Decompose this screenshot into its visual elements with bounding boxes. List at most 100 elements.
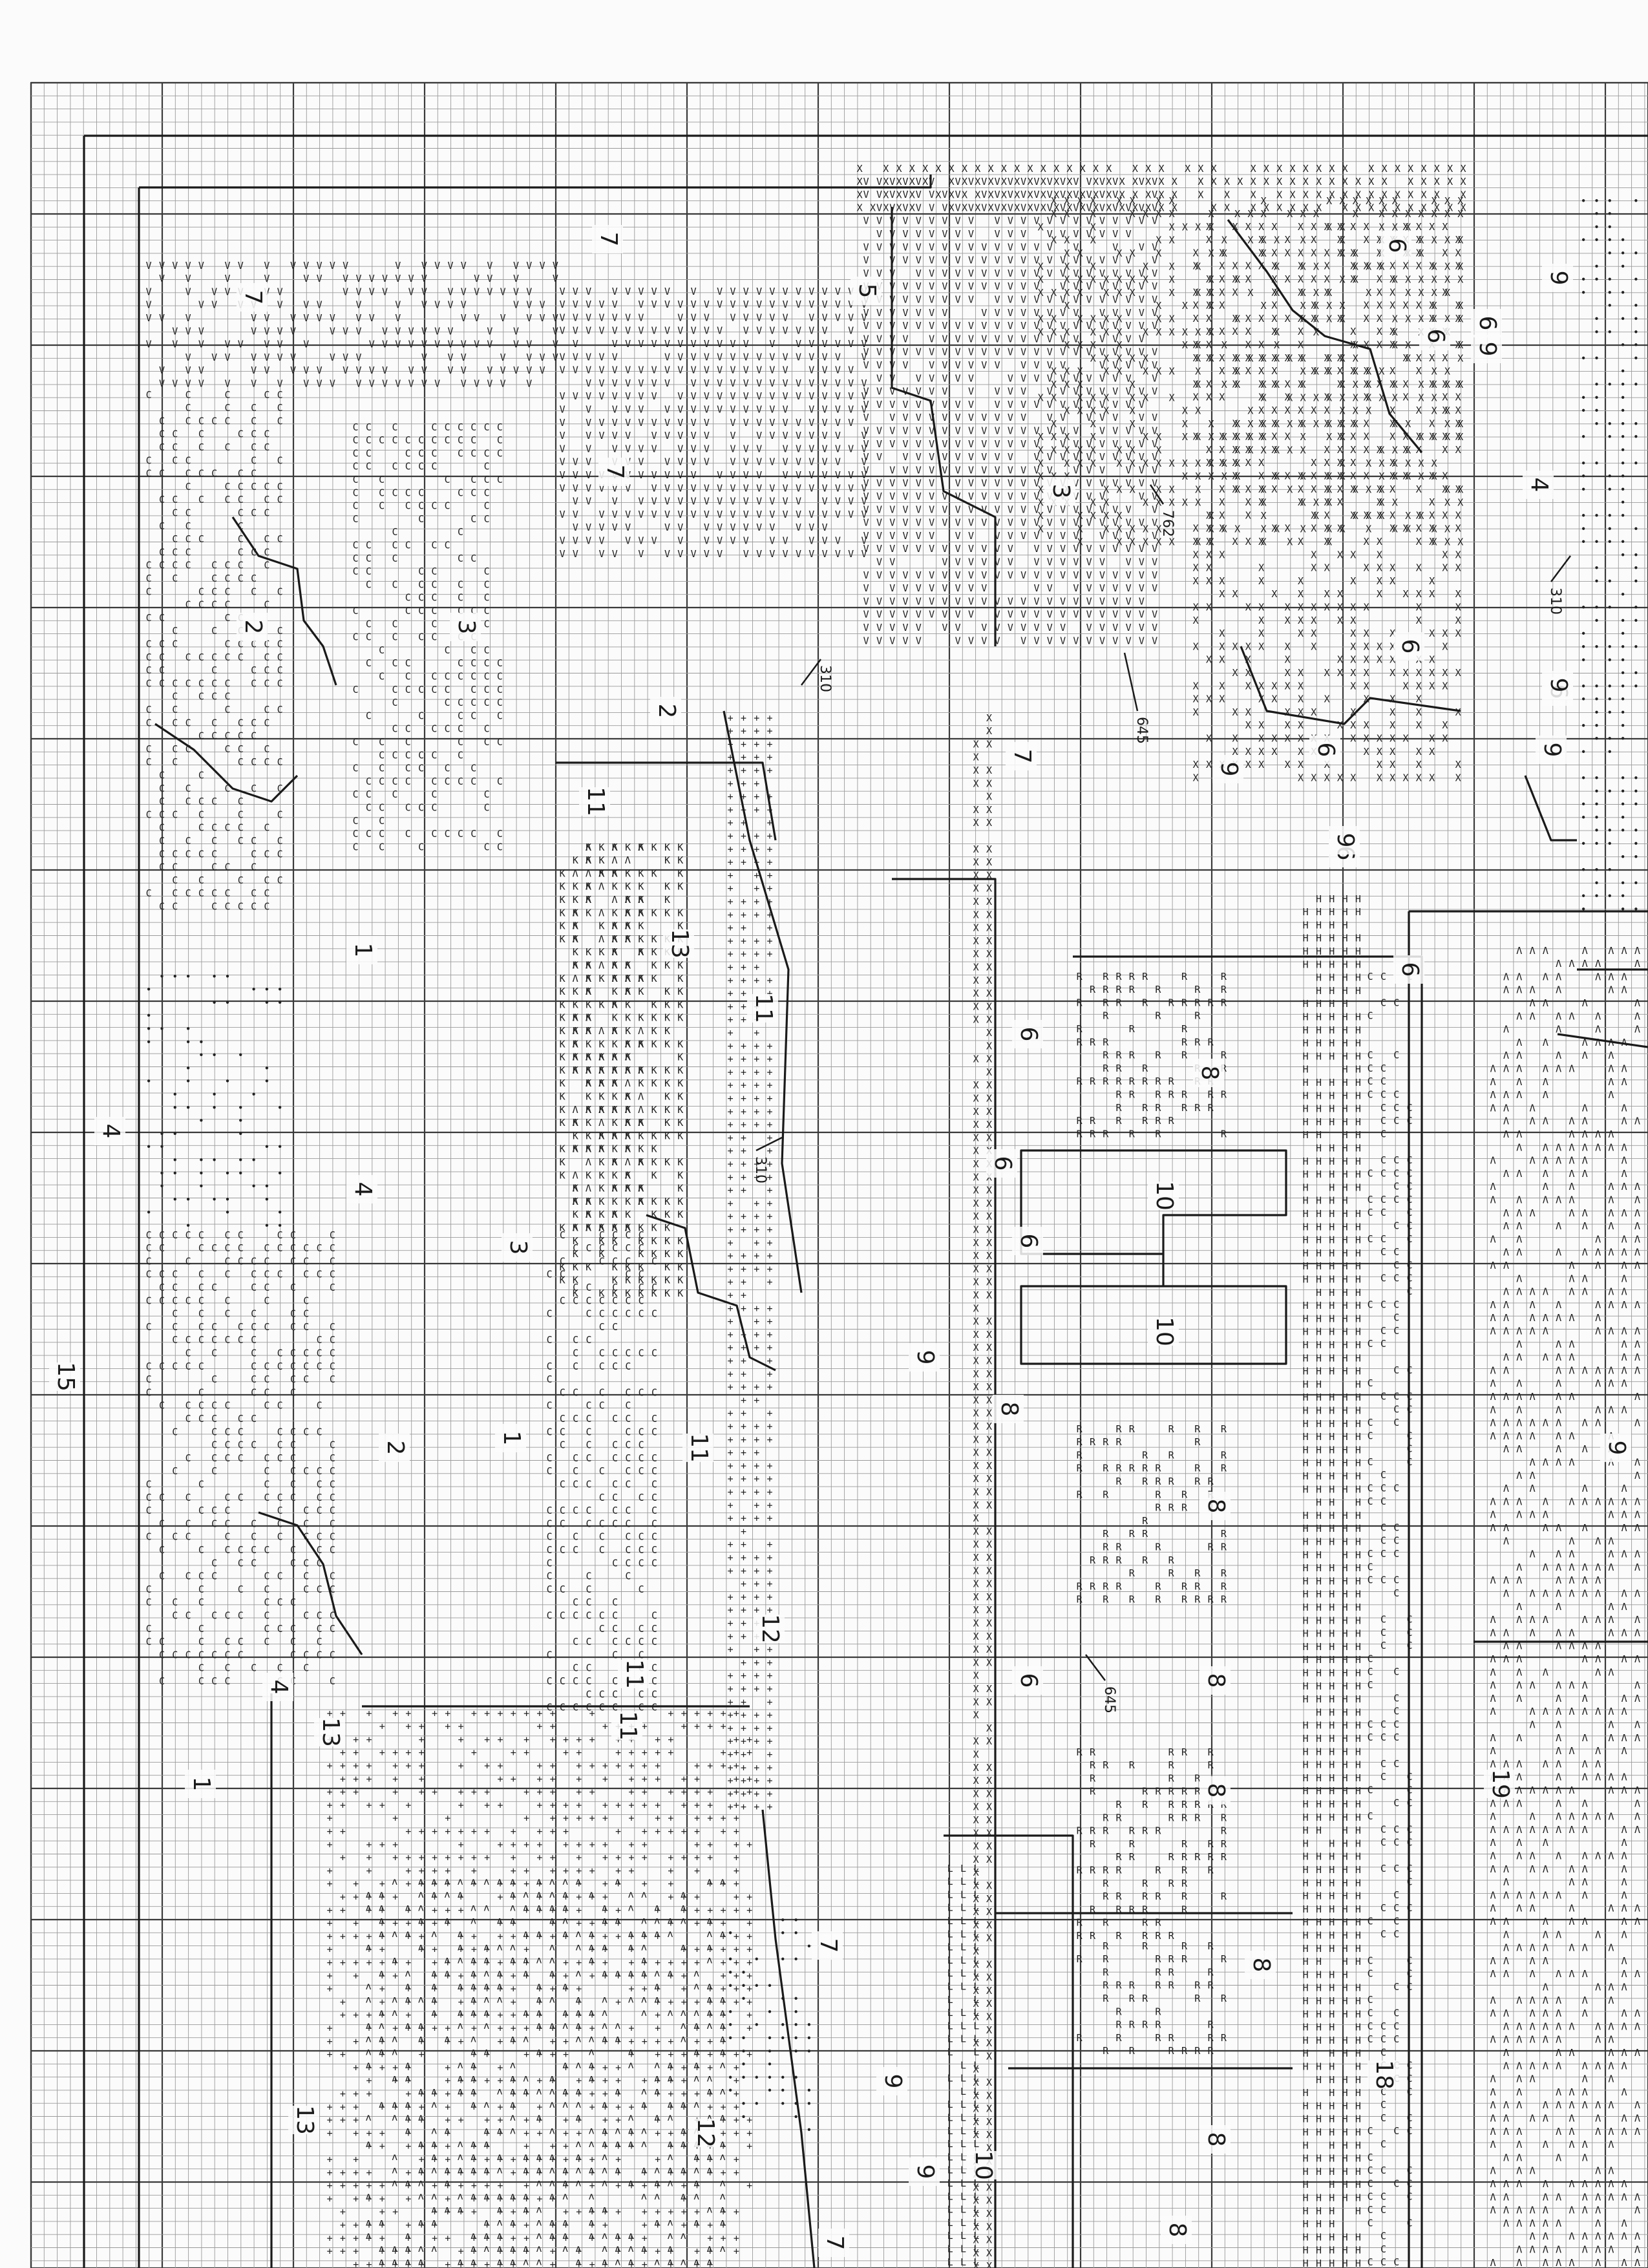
stitch-symbol: V xyxy=(929,609,935,620)
stitch-symbol: V xyxy=(1086,189,1092,200)
stitch-symbol: + xyxy=(497,1708,503,1719)
stitch-symbol: + xyxy=(721,1721,726,1732)
stitch-symbol: X xyxy=(1169,366,1175,377)
stitch-symbol: V xyxy=(968,595,974,607)
stitch-symbol: + xyxy=(734,1773,739,1785)
stitch-symbol: X xyxy=(1392,418,1398,430)
stitch-symbol: X xyxy=(1389,654,1395,666)
stitch-symbol: K xyxy=(586,894,591,906)
stitch-symbol: X xyxy=(1418,458,1424,469)
stitch-symbol: V xyxy=(968,372,974,384)
stitch-symbol: C xyxy=(224,704,230,715)
stitch-symbol: X xyxy=(1287,208,1293,220)
stitch-symbol: + xyxy=(655,1747,660,1759)
stitch-symbol: K xyxy=(612,1196,618,1207)
stitch-symbol: X xyxy=(1389,746,1395,758)
stitch-symbol: ʌ xyxy=(523,1902,529,1913)
stitch-symbol: K xyxy=(638,1077,644,1089)
stitch-symbol: X xyxy=(1457,235,1463,246)
stitch-symbol: Λ xyxy=(611,960,617,971)
stitch-symbol: C xyxy=(470,710,476,721)
stitch-symbol: X xyxy=(1350,602,1356,613)
stitch-symbol: K xyxy=(625,986,631,997)
stitch-symbol: + xyxy=(754,962,759,973)
stitch-symbol: X xyxy=(1169,274,1175,286)
stitch-symbol: V xyxy=(1047,320,1053,332)
stitch-symbol: + xyxy=(445,2062,450,2073)
stitch-symbol: C xyxy=(625,1544,631,1556)
stitch-symbol: ʌ xyxy=(470,2072,476,2084)
stitch-symbol: X xyxy=(1418,287,1424,299)
stitch-symbol: + xyxy=(379,2101,385,2113)
stitch-symbol: K xyxy=(625,1065,631,1076)
stitch-symbol: + xyxy=(511,2101,516,2113)
stitch-symbol: K xyxy=(560,1077,565,1089)
stitch-symbol: V xyxy=(421,260,427,271)
stitch-symbol: C xyxy=(639,1557,644,1569)
stitch-symbol: X xyxy=(1416,706,1422,718)
stitch-symbol: V xyxy=(573,482,578,494)
stitch-symbol: + xyxy=(734,2167,739,2178)
stitch-symbol: V xyxy=(598,417,604,429)
stitch-symbol: X xyxy=(1300,260,1306,272)
stitch-symbol: K xyxy=(573,1261,578,1273)
stitch-symbol: X xyxy=(1145,189,1151,200)
stitch-symbol: V xyxy=(1033,333,1039,344)
stitch-symbol: X xyxy=(1064,431,1070,443)
stitch-symbol: C xyxy=(639,1623,644,1635)
stitch-symbol: + xyxy=(523,1812,529,1824)
stitch-symbol: V xyxy=(1020,412,1026,423)
stitch-symbol: K xyxy=(598,1183,604,1194)
stitch-symbol: + xyxy=(734,2075,739,2086)
stitch-symbol: V xyxy=(474,286,480,297)
stitch-symbol: ʌ xyxy=(431,2125,437,2137)
stitch-symbol: X xyxy=(1274,326,1280,338)
stitch-symbol: V xyxy=(526,365,532,376)
stitch-symbol: C xyxy=(238,756,244,768)
stitch-symbol: + xyxy=(484,1852,490,1863)
stitch-symbol: C xyxy=(185,835,191,847)
stitch-symbol: V xyxy=(1099,189,1105,200)
stitch-symbol: C xyxy=(612,1282,618,1293)
stitch-symbol: X xyxy=(1077,195,1083,207)
stitch-symbol: + xyxy=(353,1970,359,1982)
stitch-symbol: C xyxy=(484,605,490,617)
stitch-symbol: X xyxy=(1245,719,1251,731)
stitch-symbol: V xyxy=(822,299,828,310)
stitch-symbol: X xyxy=(1271,733,1277,745)
stitch-symbol: K xyxy=(573,1209,578,1220)
stitch-symbol: + xyxy=(694,1944,700,1955)
stitch-symbol: V xyxy=(1073,281,1079,292)
stitch-symbol: X xyxy=(1274,445,1280,456)
stitch-symbol: C xyxy=(211,901,217,913)
stitch-symbol: K xyxy=(560,1025,565,1037)
stitch-symbol: + xyxy=(589,1760,595,1772)
stitch-symbol: C xyxy=(639,1636,644,1648)
stitch-symbol: X xyxy=(1206,575,1212,587)
stitch-symbol: ʌ xyxy=(497,2125,503,2137)
stitch-symbol: C xyxy=(484,802,490,814)
stitch-symbol: + xyxy=(419,1786,425,1798)
stitch-symbol: X xyxy=(1143,326,1148,338)
stitch-symbol: V xyxy=(1152,372,1157,384)
stitch-symbol: V xyxy=(513,299,519,311)
stitch-symbol: X xyxy=(1324,772,1330,783)
stitch-symbol: C xyxy=(224,822,230,834)
stitch-symbol: X xyxy=(1298,378,1304,390)
stitch-symbol: X xyxy=(1271,483,1277,495)
stitch-symbol: V xyxy=(434,378,440,390)
stitch-symbol: V xyxy=(889,595,895,607)
stitch-symbol: V xyxy=(889,582,895,594)
stitch-symbol: V xyxy=(1112,635,1118,646)
stitch-symbol: V xyxy=(981,438,987,450)
stitch-symbol: X xyxy=(1431,536,1437,548)
stitch-symbol: X xyxy=(1377,234,1382,246)
stitch-symbol: X xyxy=(1377,247,1382,259)
stitch-symbol: + xyxy=(471,2193,477,2205)
stitch-symbol: + xyxy=(563,2009,569,2021)
stitch-symbol: + xyxy=(523,2154,529,2165)
stitch-symbol: K xyxy=(677,1077,683,1089)
stitch-symbol: V xyxy=(769,522,775,533)
stitch-symbol: X xyxy=(1298,247,1304,259)
stitch-symbol: C xyxy=(238,494,244,505)
